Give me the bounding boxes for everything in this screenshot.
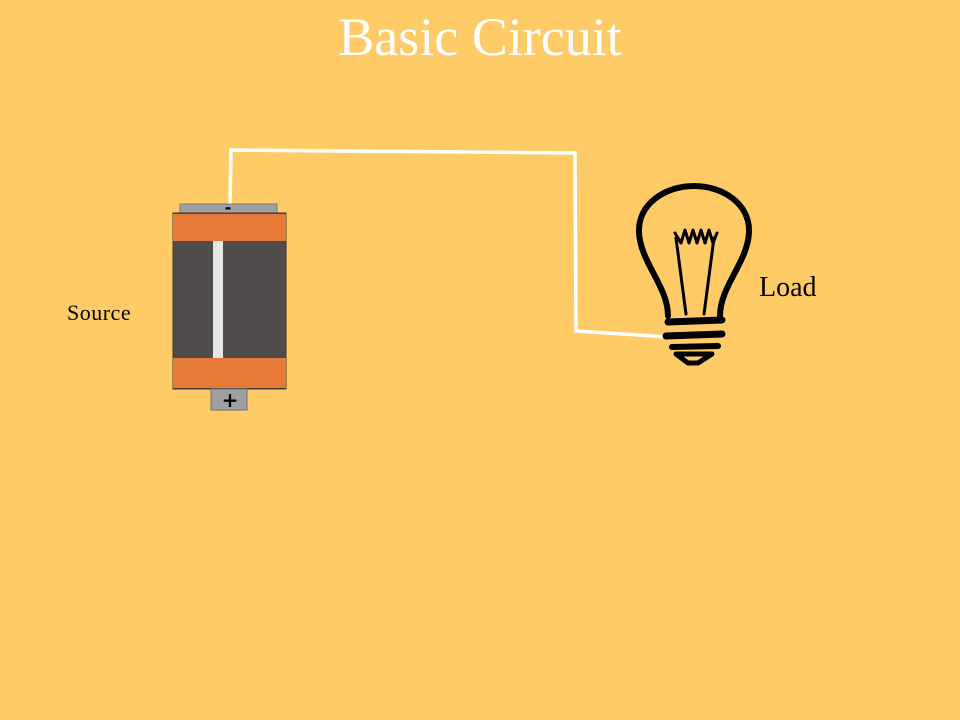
- bulb-filament: [673, 228, 719, 245]
- bulb-base-line-1: [664, 316, 726, 326]
- battery-negative-symbol: -: [225, 198, 232, 217]
- battery-positive-symbol: +: [222, 388, 239, 412]
- filament-support-right: [702, 236, 716, 316]
- bulb-glass: [635, 183, 753, 319]
- light-bulb-icon: [635, 183, 753, 366]
- slide-title: Basic Circuit: [338, 7, 622, 67]
- battery-highlight: [213, 241, 223, 358]
- circuit-wire: [228, 148, 669, 339]
- bulb-base-line-3: [669, 343, 721, 350]
- filament-support-left: [674, 236, 688, 316]
- battery-icon: - +: [172, 198, 287, 412]
- bulb-base-line-2: [662, 330, 726, 340]
- source-label: Source: [67, 300, 132, 325]
- battery-bottom-band: [173, 358, 286, 388]
- bulb-base-tip: [673, 351, 715, 366]
- battery-positive-terminal: [210, 388, 248, 411]
- load-label: Load: [759, 272, 817, 303]
- battery-top-band: [173, 214, 286, 241]
